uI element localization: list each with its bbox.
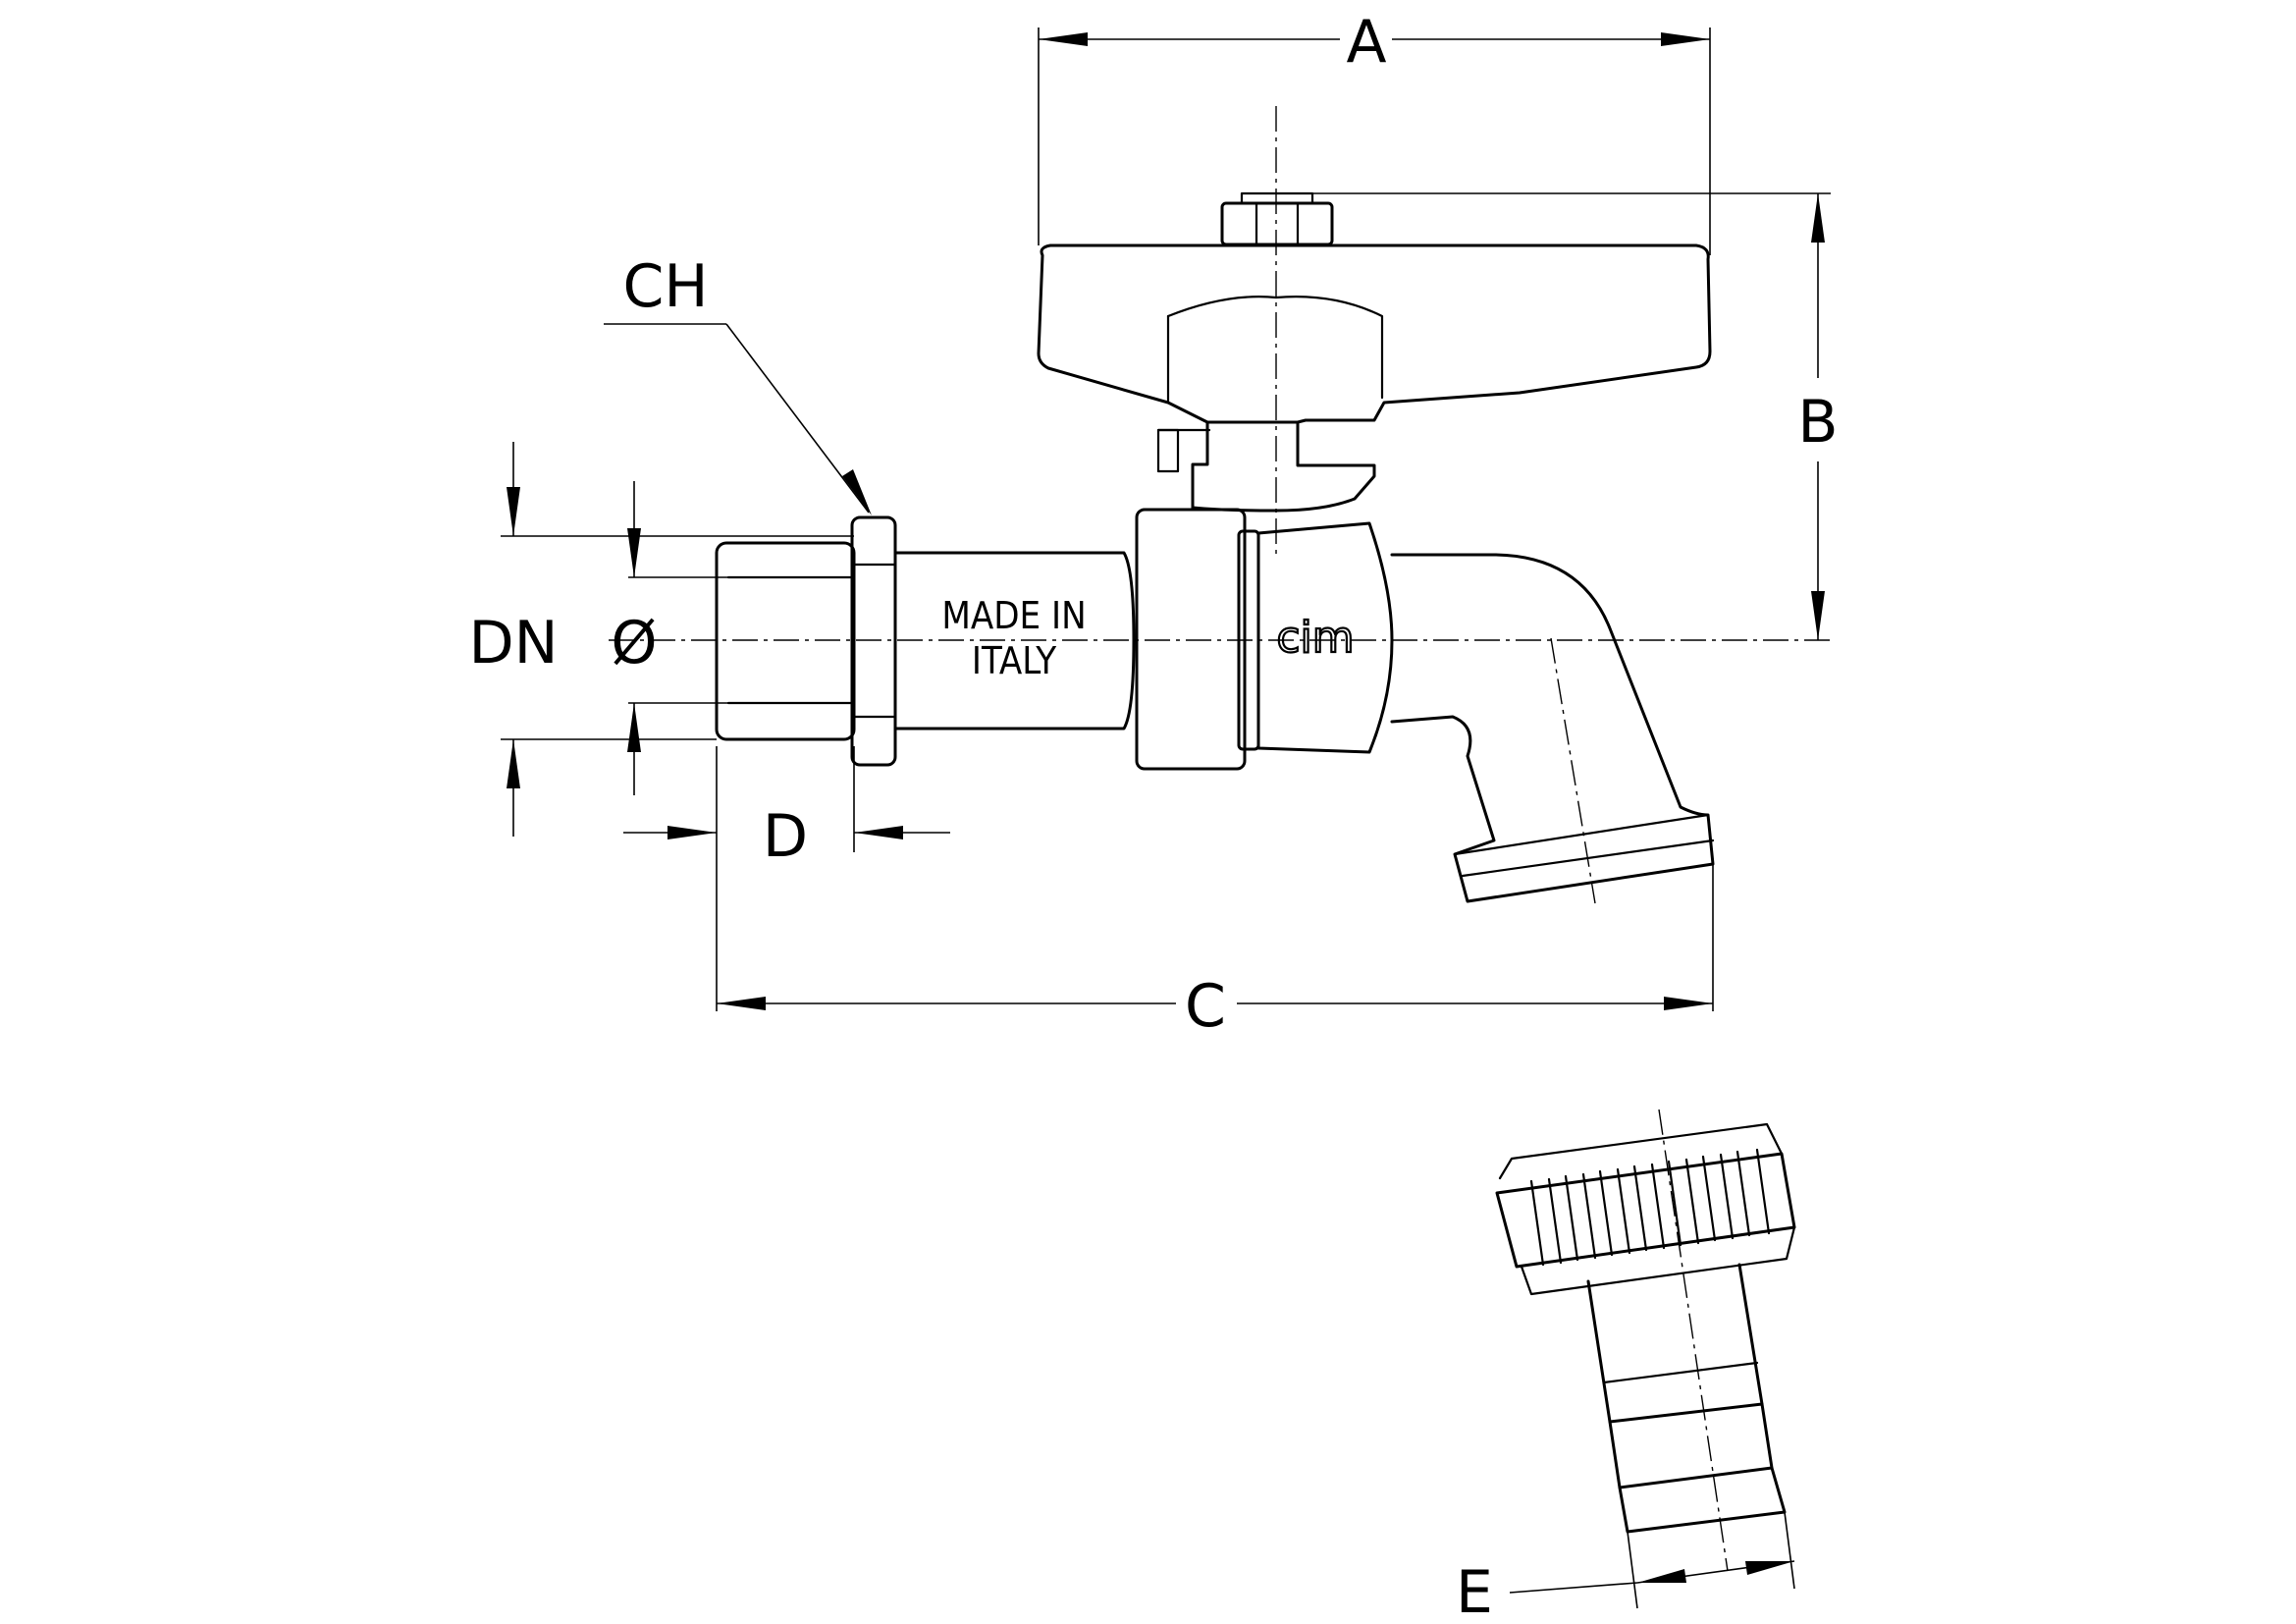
body-ring-left: [1135, 508, 1247, 771]
t-handle: [1037, 244, 1712, 424]
dimension-dn: [501, 442, 854, 837]
hex-nut: [850, 515, 897, 767]
dimension-d: [623, 746, 950, 852]
marking-italy: ITALY: [972, 639, 1056, 682]
dimension-e: [1509, 1560, 1795, 1594]
dimension-diameter: [627, 481, 728, 795]
threaded-end: [715, 541, 856, 741]
marking-made-in: MADE IN: [941, 594, 1086, 637]
dimension-c: [716, 746, 1714, 1011]
leader-ch: [604, 323, 872, 515]
label-dn: DN: [468, 609, 558, 677]
label-d: D: [763, 802, 808, 871]
connector-shank: [1586, 1263, 1764, 1424]
spout: [1390, 553, 1715, 903]
dimension-b: [1276, 192, 1831, 640]
hose-barb: [1608, 1402, 1774, 1489]
valve-body: [715, 191, 1715, 903]
marking-logo: cim: [1276, 613, 1354, 663]
center-lines: [609, 106, 1836, 904]
label-b: B: [1797, 388, 1838, 457]
label-c: C: [1185, 972, 1226, 1041]
label-e: E: [1456, 1558, 1493, 1624]
dimension-a: [1038, 27, 1711, 255]
stem-neck: [1191, 420, 1376, 513]
label-diameter: Ø: [611, 609, 657, 677]
hose-connector-detail: [1495, 1109, 1796, 1609]
label-ch: CH: [622, 252, 708, 321]
hose-tip: [1618, 1466, 1787, 1534]
label-a: A: [1346, 8, 1386, 77]
knurl-ridges: [1529, 1148, 1771, 1267]
stem-tube: [893, 551, 1136, 731]
handle-nut: [1220, 201, 1334, 246]
